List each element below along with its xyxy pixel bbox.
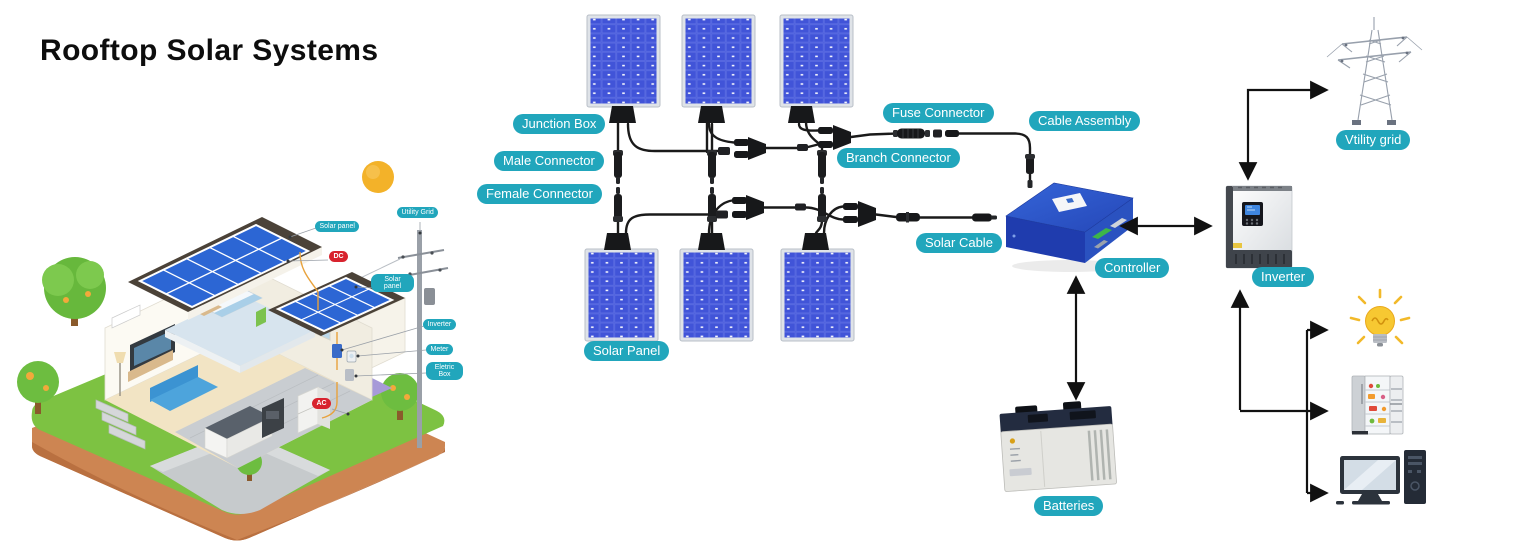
label-batteries: Batteries [1034, 496, 1104, 516]
cable-assembly-plug [1025, 154, 1035, 188]
page-title: Rooftop Solar Systems [40, 34, 379, 67]
house-label-solar-panel-top: Solar panel [315, 221, 360, 232]
female-connector-2 [707, 187, 717, 222]
house-electric-box-device [345, 369, 354, 381]
house-label-solar-panel-right: Solar panel [371, 274, 414, 293]
solar-panel-top-1 [586, 14, 661, 108]
female-connector-3 [817, 187, 827, 222]
living-room [111, 304, 218, 411]
transmission-tower-icon [1326, 17, 1423, 125]
solar-cable-connectors [896, 212, 997, 223]
system-devices [999, 17, 1426, 505]
roof-solar-array-main [137, 223, 311, 309]
house-label-dc: DC [329, 251, 349, 262]
roof-solar-array-secondary [275, 276, 395, 333]
solar-array-diagram [584, 14, 1035, 342]
battery-device [999, 401, 1117, 492]
label-junction-box: Junction Box [513, 114, 606, 134]
light-bulb-icon [1349, 288, 1411, 347]
label-female-connector: Female Connector [477, 184, 602, 204]
house-label-inverter: Inverter [423, 319, 456, 330]
tree-large [42, 257, 106, 326]
refrigerator-icon [1351, 375, 1404, 435]
label-branch-connector: Branch Connector [837, 148, 960, 168]
branch-connector-bottom-2 [795, 201, 876, 227]
solar-panel-top-2 [681, 14, 756, 108]
house-illustration [17, 161, 449, 541]
sun-icon [362, 161, 394, 193]
house-wiring [299, 251, 357, 419]
label-utility-grid: Vtility grid [1336, 130, 1411, 150]
solar-panel-top-3 [779, 14, 854, 108]
label-cable-assembly: Cable Assembly [1029, 111, 1141, 131]
pv-cables [616, 120, 1032, 235]
label-solar-cable: Solar Cable [916, 233, 1002, 253]
house-inverter-device [332, 344, 342, 358]
stairs [95, 399, 146, 450]
female-connector-1 [613, 187, 623, 222]
label-leaders [286, 222, 427, 416]
solar-panel-bottom-2 [679, 248, 754, 342]
controller-device [1005, 182, 1134, 272]
tree-left-small [17, 361, 59, 414]
solar-panel-bottom-1 [584, 248, 659, 342]
tree-right-small [381, 373, 419, 420]
roof-main [128, 217, 322, 320]
kitchen [204, 386, 330, 459]
fuse-connector-device [893, 128, 959, 139]
house-label-meter: Meter [426, 344, 453, 355]
computer-icon [1336, 450, 1426, 505]
label-inverter: Inverter [1252, 267, 1315, 287]
male-connector-3 [817, 150, 827, 184]
label-fuse-connector: Fuse Connector [883, 103, 994, 123]
branch-connector-top-1 [718, 137, 766, 160]
label-controller: Controller [1095, 258, 1170, 278]
label-male-connector: Male Connector [494, 151, 604, 171]
solar-panel-bottom-3 [780, 248, 855, 342]
label-solar-panel: Solar Panel [584, 341, 670, 361]
house-label-ac: AC [312, 398, 332, 409]
branch-connector-bottom-1 [716, 195, 764, 220]
branch-connector-top-2 [797, 125, 851, 151]
junction-boxes [604, 106, 829, 250]
house-label-utility-grid: Utility Grid [397, 207, 439, 218]
male-connector-2 [707, 150, 717, 184]
inverter-device [1225, 185, 1293, 269]
male-connector-1 [613, 150, 623, 184]
house-label-electric-box: Eletric Box [426, 362, 463, 381]
